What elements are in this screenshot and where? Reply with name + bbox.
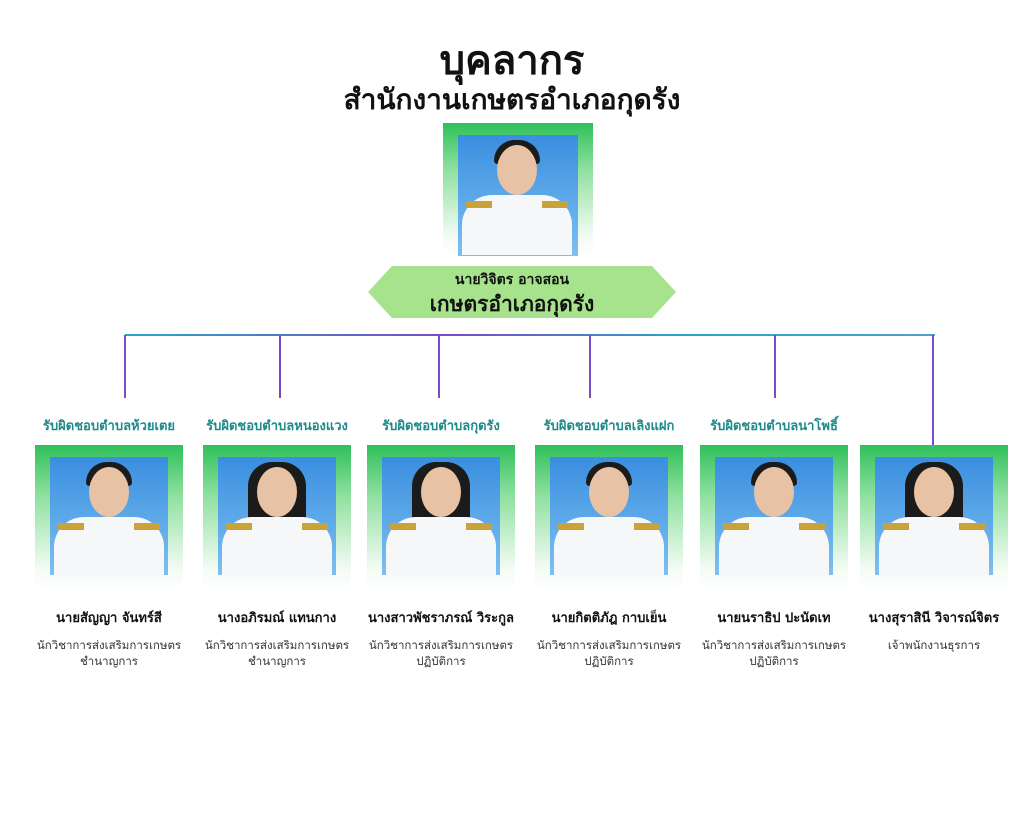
- staff-position-level: ปฏิบัติการ: [416, 654, 466, 668]
- staff-position: เจ้าพนักงานธุรการ: [844, 637, 1024, 653]
- staff-zone: รับผิดชอบตำบลห้วยเตย: [42, 419, 176, 434]
- staff-position-level: ปฏิบัติการ: [584, 654, 634, 668]
- staff-position: นักวิชาการส่งเสริมการเกษตร ปฏิบัติการ: [519, 637, 699, 669]
- page-title: บุคลากร: [439, 38, 585, 84]
- staff-position: นักวิชาการส่งเสริมการเกษตร ชำนาญการ: [187, 637, 367, 669]
- staff-position: นักวิชาการส่งเสริมการเกษตร ชำนาญการ: [19, 637, 199, 669]
- staff-name: นางสาวพัชราภรณ์ วิระกูล: [368, 611, 514, 626]
- staff-position-title: นักวิชาการส่งเสริมการเกษตร: [368, 638, 514, 652]
- staff-photo: [875, 457, 993, 575]
- staff-photo-card: [35, 445, 183, 590]
- staff-photo-card: [203, 445, 351, 590]
- staff-name: นายนราธิป ปะนัดเท: [717, 611, 831, 626]
- page-subtitle: สำนักงานเกษตรอำเภอกุดรัง: [343, 83, 681, 116]
- staff-position-level: ชำนาญการ: [80, 654, 138, 668]
- staff-photo-card: [860, 445, 1008, 590]
- staff-position-title: นักวิชาการส่งเสริมการเกษตร: [204, 638, 350, 652]
- staff-name: นายกิตติภัฎ กาบเย็น: [551, 611, 667, 626]
- staff-zone: รับผิดชอบตำบลนาโพธิ์: [710, 419, 838, 434]
- staff-name: นายสัญญา จันทร์สี: [56, 611, 162, 626]
- connector: [438, 335, 440, 398]
- staff-photo: [550, 457, 668, 575]
- staff-zone: รับผิดชอบตำบลหนองแวง: [206, 419, 348, 434]
- head-photo: [458, 135, 578, 256]
- staff-position: นักวิชาการส่งเสริมการเกษตร ปฏิบัติการ: [684, 637, 864, 669]
- connector: [932, 335, 934, 445]
- staff-photo: [715, 457, 833, 575]
- staff-name: นางสุราสินี วิจารณ์จิตร: [868, 611, 1000, 626]
- staff-photo-card: [700, 445, 848, 590]
- connector: [279, 335, 281, 398]
- head-position: เกษตรอำเภอกุดรัง: [429, 292, 595, 316]
- staff-zone: รับผิดชอบตำบลกุดรัง: [382, 419, 500, 434]
- staff-position-level: ปฏิบัติการ: [749, 654, 799, 668]
- connector-horizontal: [125, 334, 935, 336]
- staff-position-title: นักวิชาการส่งเสริมการเกษตร: [36, 638, 182, 652]
- staff-name: นางอภิรมณ์ แทนกาง: [217, 611, 337, 626]
- staff-position-level: ชำนาญการ: [248, 654, 306, 668]
- head-photo-card: [443, 123, 593, 256]
- staff-position-title: นักวิชาการส่งเสริมการเกษตร: [536, 638, 682, 652]
- staff-photo: [382, 457, 500, 575]
- staff-photo: [50, 457, 168, 575]
- staff-position: นักวิชาการส่งเสริมการเกษตร ปฏิบัติการ: [351, 637, 531, 669]
- connector: [589, 335, 591, 398]
- staff-position-title: นักวิชาการส่งเสริมการเกษตร: [701, 638, 847, 652]
- connector: [124, 335, 126, 398]
- staff-photo: [218, 457, 336, 575]
- staff-zone: รับผิดชอบตำบลเลิงแฝก: [543, 419, 675, 434]
- head-banner: [368, 266, 676, 318]
- head-name: นายวิจิตร อาจสอน: [454, 272, 570, 288]
- staff-photo-card: [367, 445, 515, 590]
- connector: [774, 335, 776, 398]
- staff-photo-card: [535, 445, 683, 590]
- staff-position-title: เจ้าพนักงานธุรการ: [887, 638, 981, 652]
